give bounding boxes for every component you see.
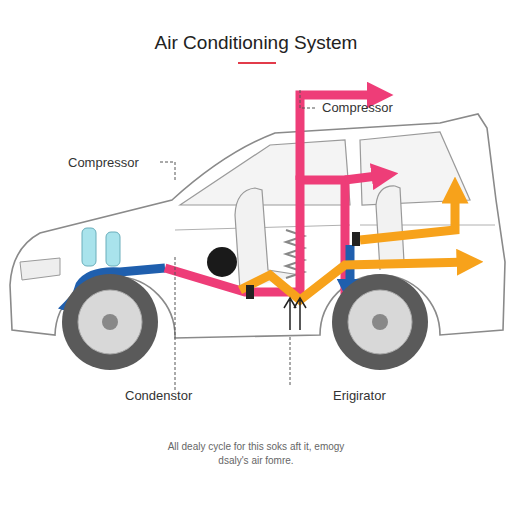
seat — [376, 186, 404, 270]
coolant-pipe — [345, 175, 385, 180]
leader-line — [300, 88, 315, 108]
airflow-arrow — [284, 298, 306, 330]
compressor-cylinder — [106, 232, 120, 266]
leader-line — [175, 255, 176, 390]
control-dial — [207, 247, 237, 277]
wheel-rim — [78, 290, 142, 354]
part-label: Erigirator — [333, 388, 386, 403]
pipe-joint — [352, 232, 360, 246]
wheel-hub — [102, 314, 118, 330]
wheel-tire — [62, 274, 158, 370]
leader-line — [160, 162, 175, 180]
part-label: Compressor — [322, 100, 393, 115]
wheel-tire — [332, 274, 428, 370]
title-underline — [238, 62, 276, 64]
wheel-rim — [348, 290, 412, 354]
part-label: Condenstor — [125, 388, 192, 403]
leader-line — [290, 335, 291, 385]
compressor-cylinder — [82, 228, 96, 266]
coolant-pipe — [360, 190, 455, 240]
wheel-hub — [372, 314, 388, 330]
headlight — [20, 258, 60, 280]
diagram-title: Air Conditioning System — [0, 30, 512, 56]
part-label: Compressor — [68, 155, 139, 170]
pipe-joint — [246, 285, 254, 299]
front-window — [180, 140, 350, 205]
diagram-caption: All dealy cycle for this soks aft it, em… — [156, 440, 356, 467]
